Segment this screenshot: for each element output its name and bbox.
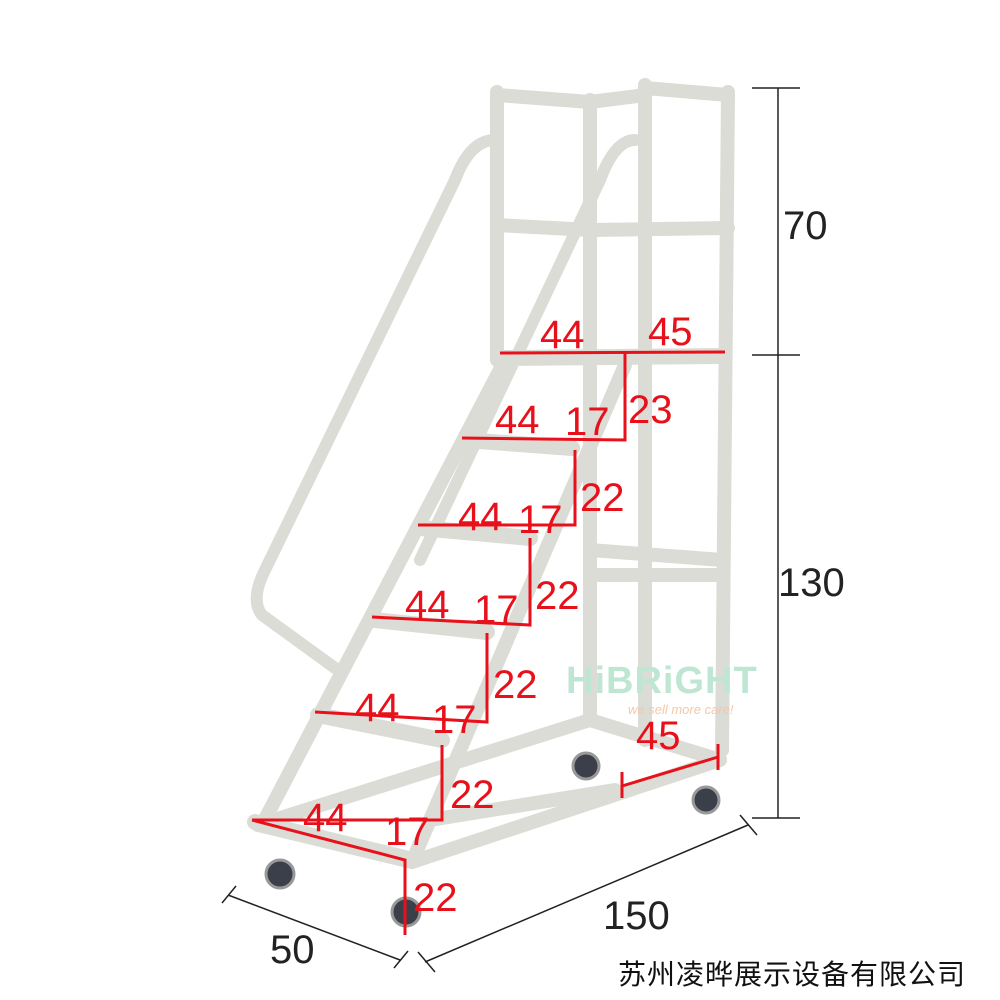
watermark-logo: HiBRiGHT bbox=[566, 660, 758, 702]
dim-platform-depth: 44 bbox=[540, 313, 585, 357]
caster-wheels bbox=[264, 751, 721, 928]
dim-length: 150 bbox=[603, 894, 670, 938]
step-nosing: 17 bbox=[565, 400, 610, 444]
ladder-frame bbox=[247, 78, 735, 928]
step-nosing: 17 bbox=[518, 498, 563, 542]
step-riser: 22 bbox=[413, 876, 458, 920]
step-riser: 22 bbox=[580, 476, 625, 520]
step-nosing: 17 bbox=[385, 810, 430, 854]
step-nosing: 17 bbox=[432, 698, 477, 742]
step-tread: 44 bbox=[458, 495, 503, 539]
dim-width: 50 bbox=[270, 928, 315, 972]
dim-platform-extension: 45 bbox=[648, 310, 693, 354]
company-name: 苏州凌晔展示设备有限公司 bbox=[618, 958, 967, 991]
watermark-slogan: we sell more care! bbox=[628, 702, 734, 717]
step-riser: 22 bbox=[535, 574, 580, 618]
dimension-lines-black bbox=[221, 87, 800, 973]
step-tread: 44 bbox=[405, 583, 450, 627]
dimension-lines-red bbox=[251, 350, 726, 935]
step-tread: 44 bbox=[303, 796, 348, 840]
step-riser: 22 bbox=[493, 663, 538, 707]
step-tread: 44 bbox=[355, 686, 400, 730]
dim-top-riser: 23 bbox=[628, 388, 673, 432]
dim-guard-height: 70 bbox=[783, 204, 828, 248]
dim-platform-height: 130 bbox=[778, 561, 845, 605]
step-nosing: 17 bbox=[474, 588, 519, 632]
step-riser: 22 bbox=[450, 773, 495, 817]
step-tread: 44 bbox=[495, 398, 540, 442]
dim-base-rear-width: 45 bbox=[636, 714, 681, 758]
